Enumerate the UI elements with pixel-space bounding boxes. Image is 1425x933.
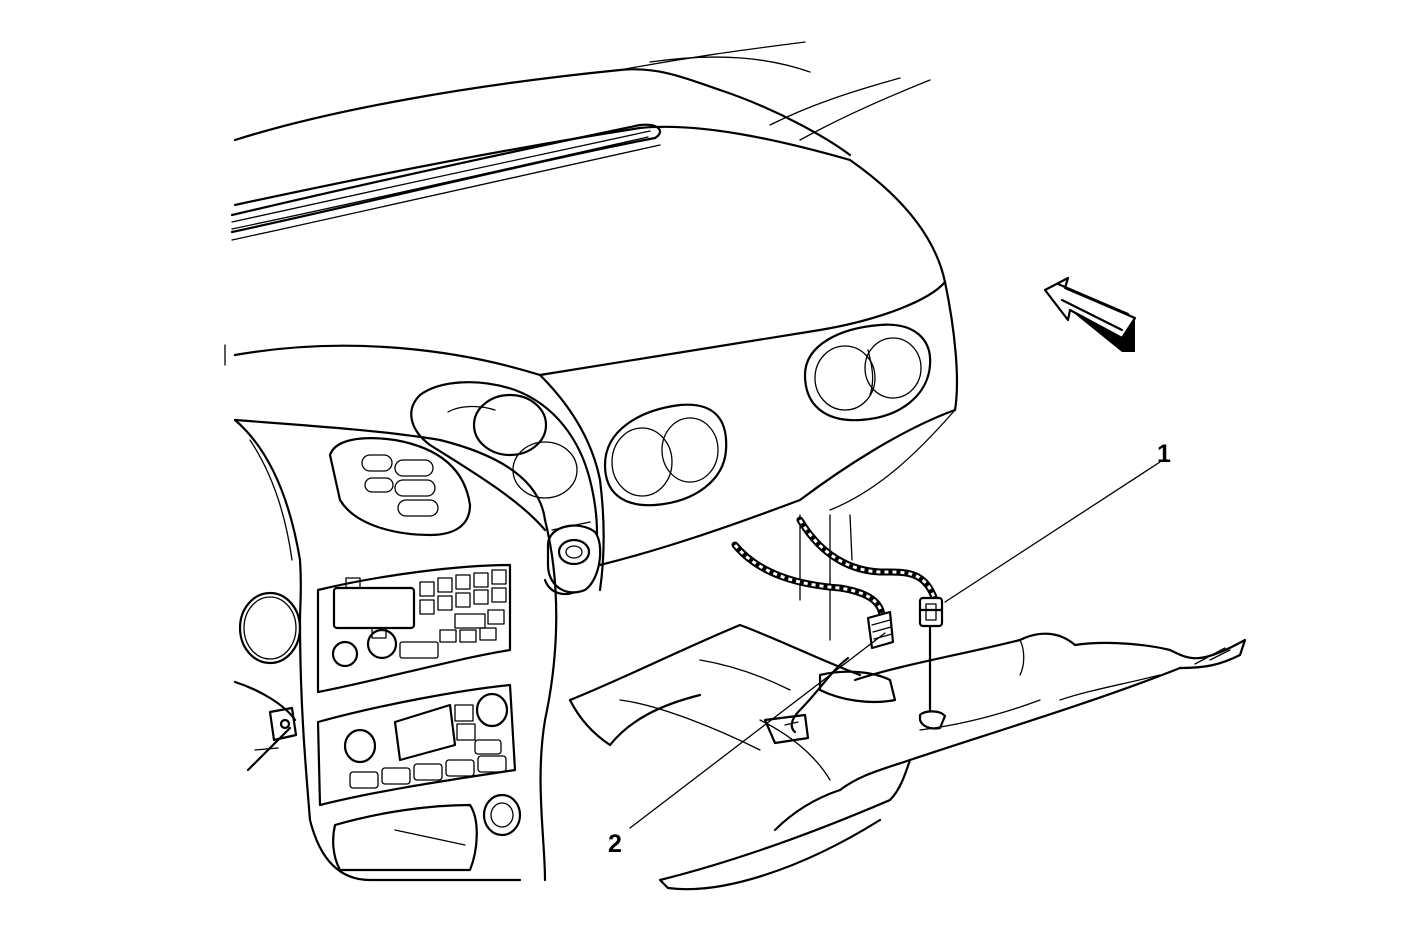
- storage-bin: [332, 793, 522, 872]
- center-air-vent: [603, 403, 728, 507]
- left-door-trim: [233, 680, 298, 772]
- upper-control-pod: [328, 437, 472, 537]
- view-direction-arrow-icon: [1043, 276, 1137, 352]
- dashboard-upper-outline: [233, 41, 947, 284]
- right-air-vent: [803, 323, 932, 422]
- callout-labels: 1 2: [608, 440, 1171, 858]
- radio-preset-buttons: [419, 569, 507, 643]
- radio-unit: [316, 563, 512, 694]
- center-stack: [233, 418, 558, 882]
- dashboard-face: [224, 280, 959, 641]
- climate-buttons: [349, 739, 507, 789]
- wiring-harness: [731, 516, 939, 734]
- center-console: [658, 632, 1247, 891]
- floor-carpet: [568, 623, 862, 751]
- mounting-bracket: [763, 670, 947, 745]
- headlamp-switch: [546, 521, 602, 594]
- callout-label-2: 2: [608, 830, 622, 858]
- leader-lines: [629, 461, 1161, 829]
- defroster-vent: [230, 123, 662, 241]
- left-round-gauge: [238, 591, 302, 665]
- climate-control-unit: [316, 683, 517, 807]
- connector-2: [866, 610, 895, 650]
- callout-label-1: 1: [1157, 440, 1171, 468]
- connector-1: [918, 596, 944, 628]
